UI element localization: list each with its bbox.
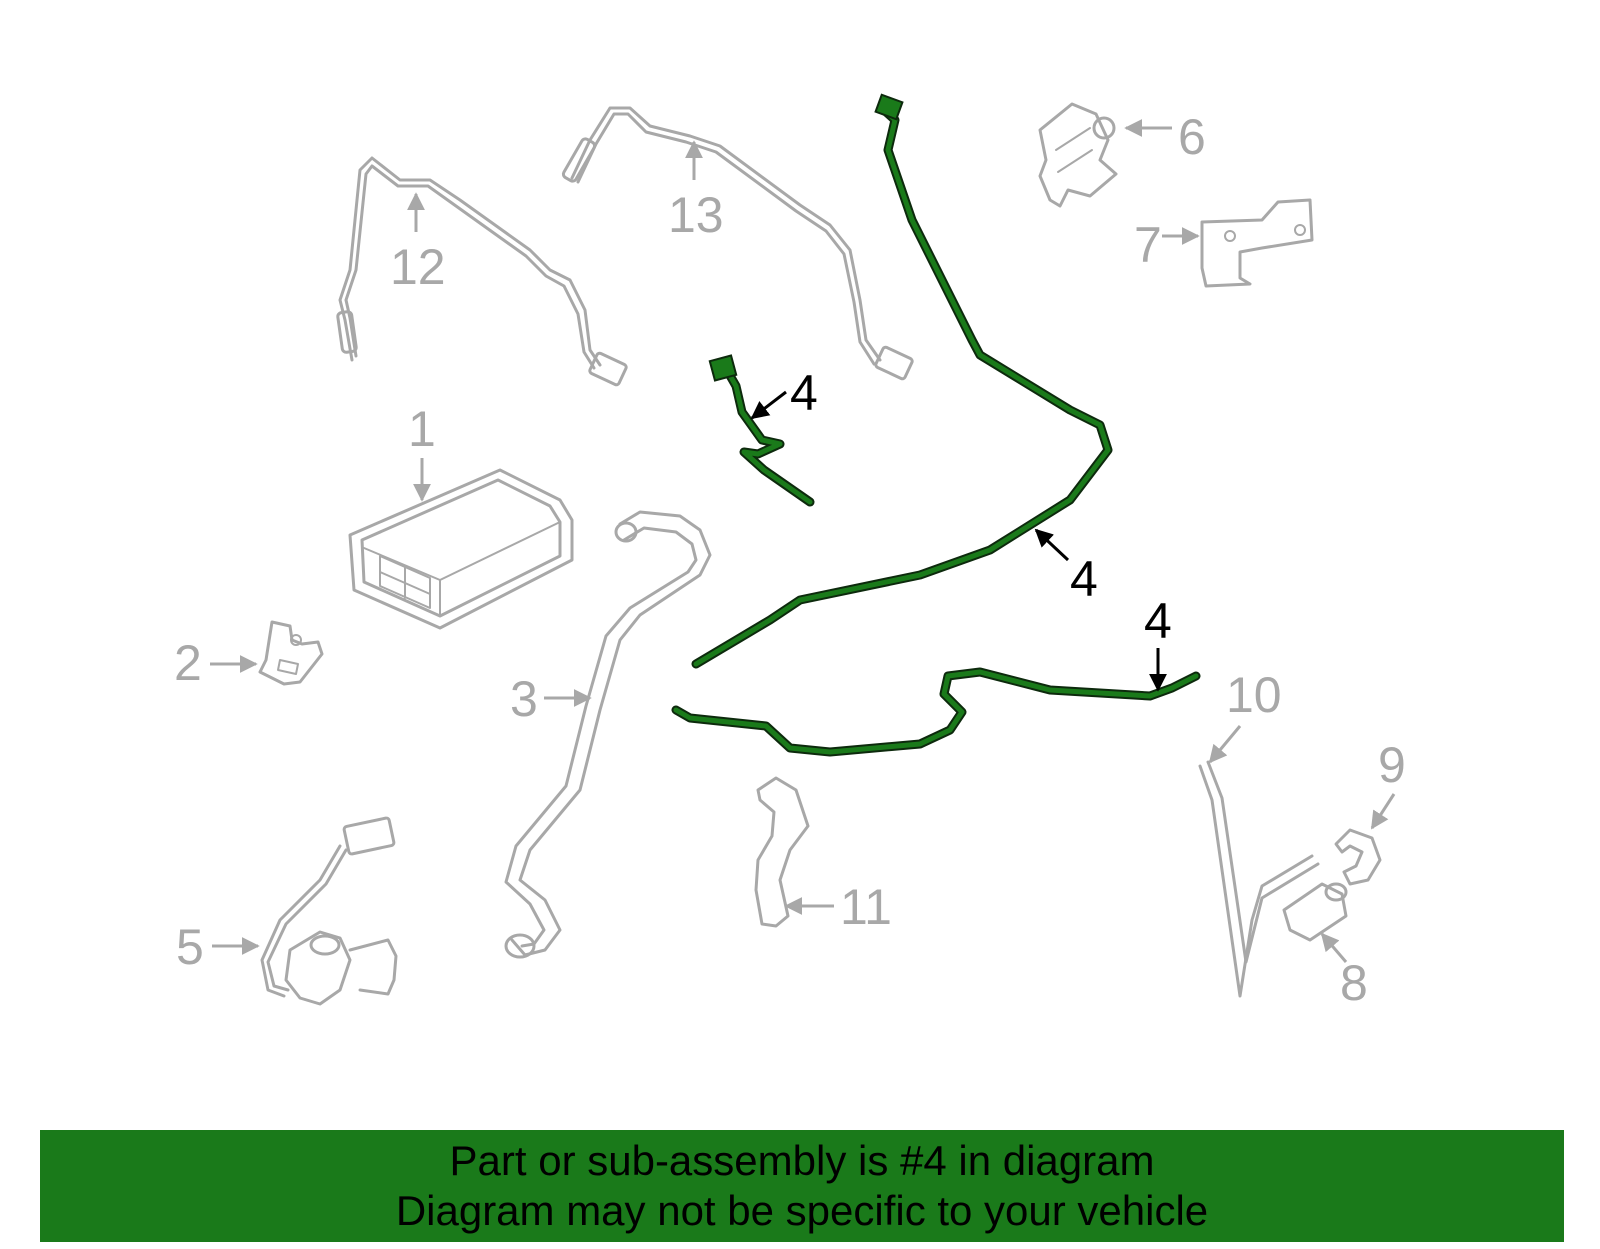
callout-10-arrow xyxy=(1208,725,1242,764)
callout-8: 8 xyxy=(1340,955,1368,1011)
callout-9-arrow xyxy=(1370,793,1396,830)
callout-5: 5 xyxy=(176,919,204,975)
callout-4-small-hose: 4 xyxy=(790,365,818,421)
callout-11: 11 xyxy=(840,879,892,935)
part-2-bracket xyxy=(258,620,324,686)
part-11-hose xyxy=(754,776,810,928)
part-12-oxygen-sensor xyxy=(336,156,628,387)
callout-4-upper-hose-arrow xyxy=(1034,528,1070,562)
callout-13: 13 xyxy=(668,187,724,243)
callout-9: 9 xyxy=(1378,737,1406,793)
part-8-connector xyxy=(1282,882,1348,942)
part-1-canister xyxy=(348,468,574,630)
banner-line-disclaimer: Diagram may not be specific to your vehi… xyxy=(395,1187,1209,1234)
callout-4-lower-hose: 4 xyxy=(1144,593,1172,649)
part-4-vapor-hose-upper xyxy=(691,93,1113,669)
part-9-elbow xyxy=(1334,828,1382,886)
part-10-tube xyxy=(1198,760,1320,998)
callout-7: 7 xyxy=(1134,217,1162,273)
callout-6: 6 xyxy=(1178,109,1206,165)
callout-1: 1 xyxy=(408,401,436,457)
banner-line-part: Part or sub-assembly is #4 in diagram xyxy=(449,1137,1155,1184)
part-13-oxygen-sensor xyxy=(561,106,914,381)
callout-4-upper-hose: 4 xyxy=(1070,551,1098,607)
part-3-hose xyxy=(504,510,712,959)
callout-10: 10 xyxy=(1226,667,1282,723)
callout-4-small-hose-arrow xyxy=(750,390,787,420)
callout-12: 12 xyxy=(390,239,446,295)
part-4-vapor-hose-small xyxy=(708,354,815,507)
info-banner: Part or sub-assembly is #4 in diagram Di… xyxy=(40,1130,1564,1242)
part-5-purge-valve xyxy=(260,816,398,1006)
part-4-vapor-hose-lower xyxy=(671,667,1201,757)
part-6-solenoid xyxy=(1038,102,1118,208)
callout-8-arrow xyxy=(1320,932,1348,963)
callout-3: 3 xyxy=(510,671,538,727)
part-7-bracket xyxy=(1200,198,1314,288)
callout-2: 2 xyxy=(174,635,202,691)
